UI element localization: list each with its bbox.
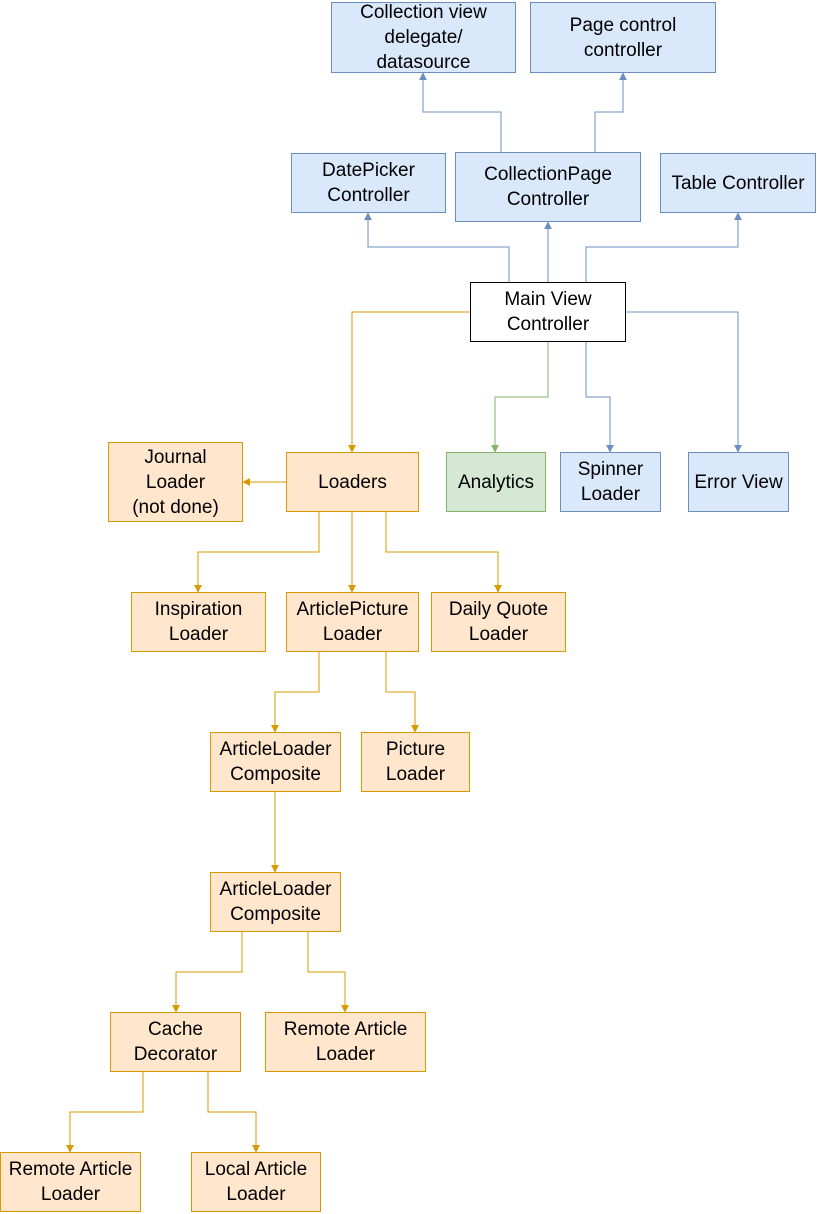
node-loaders-label: Loaders [318, 471, 387, 493]
node-spinner-loader[interactable]: Spinner Loader [560, 452, 661, 512]
edge-collectionpage-to-page-control [594, 72, 627, 152]
node-local-article-loader[interactable]: Local Article Loader [191, 1152, 321, 1212]
edge-articlepicture-to-picture [385, 652, 419, 733]
edge-main-to-datepicker [364, 212, 510, 282]
node-daily-quote-loader-label: Daily Quote Loader [448, 599, 549, 645]
edge-loaders-to-daily-quote [385, 512, 502, 593]
node-error-view[interactable]: Error View [688, 452, 789, 512]
node-datepicker-controller[interactable]: DatePicker Controller [291, 153, 446, 213]
node-picture-loader-label: Picture Loader [385, 739, 446, 785]
node-remote-article-loader-1[interactable]: Remote Article Loader [265, 1012, 426, 1072]
node-remote-article-loader-2[interactable]: Remote Article Loader [0, 1152, 141, 1212]
node-collection-view-delegate-label: Collection view delegate/ datasource [360, 2, 487, 73]
edge-collectionpage-to-collection-view-delegate [419, 72, 502, 152]
node-inspiration-loader-label: Inspiration Loader [154, 599, 243, 645]
node-articlepicture-loader[interactable]: ArticlePicture Loader [286, 592, 419, 652]
edge-articlepicture-to-composite-1 [271, 652, 320, 733]
node-table-controller[interactable]: Table Controller [660, 153, 816, 213]
node-articleloader-composite-1[interactable]: ArticleLoader Composite [210, 732, 341, 792]
node-page-control-controller-label: Page control controller [569, 14, 677, 61]
node-collectionpage-controller[interactable]: CollectionPage Controller [455, 152, 641, 222]
node-remote-article-loader-1-label: Remote Article Loader [283, 1019, 408, 1065]
edge-main-to-error-view [625, 311, 742, 453]
node-journal-loader-label: Journal Loader (not done) [132, 446, 219, 518]
node-cache-decorator[interactable]: Cache Decorator [110, 1012, 241, 1072]
node-cache-decorator-label: Cache Decorator [133, 1019, 218, 1065]
node-analytics-label: Analytics [457, 471, 535, 493]
node-loaders[interactable]: Loaders [286, 452, 419, 512]
edge-main-to-spinner [585, 342, 614, 453]
node-analytics[interactable]: Analytics [446, 452, 546, 512]
node-main-view-controller[interactable]: Main View Controller [470, 282, 626, 342]
node-spinner-loader-label: Spinner Loader [577, 459, 644, 505]
edge-composite-2-to-remote-1 [307, 932, 349, 1013]
node-collection-view-delegate[interactable]: Collection view delegate/ datasource [331, 2, 516, 73]
node-articlepicture-loader-label: ArticlePicture Loader [296, 599, 409, 645]
node-inspiration-loader[interactable]: Inspiration Loader [131, 592, 266, 652]
node-error-view-label: Error View [694, 471, 783, 493]
node-remote-article-loader-2-label: Remote Article Loader [8, 1159, 133, 1205]
edge-main-to-loaders [348, 311, 470, 453]
node-datepicker-controller-label: DatePicker Controller [322, 160, 415, 206]
node-page-control-controller[interactable]: Page control controller [530, 2, 716, 73]
node-articleloader-composite-2-label: ArticleLoader Composite [219, 879, 332, 925]
node-local-article-loader-label: Local Article Loader [204, 1159, 308, 1205]
node-articleloader-composite-2[interactable]: ArticleLoader Composite [210, 872, 341, 932]
edge-loaders-to-inspiration [194, 512, 320, 593]
node-picture-loader[interactable]: Picture Loader [361, 732, 470, 792]
node-journal-loader[interactable]: Journal Loader (not done) [108, 442, 243, 522]
node-main-view-controller-label: Main View Controller [504, 289, 592, 335]
node-articleloader-composite-1-label: ArticleLoader Composite [219, 739, 332, 785]
edge-composite-2-to-cache [172, 932, 243, 1013]
node-table-controller-label: Table Controller [671, 172, 805, 194]
edge-cache-to-remote-2 [66, 1072, 144, 1153]
edge-main-to-analytics [491, 342, 549, 453]
edge-cache-to-local [207, 1072, 260, 1153]
node-daily-quote-loader[interactable]: Daily Quote Loader [431, 592, 566, 652]
node-collectionpage-controller-label: CollectionPage Controller [484, 164, 612, 210]
edge-main-to-table [585, 212, 742, 282]
